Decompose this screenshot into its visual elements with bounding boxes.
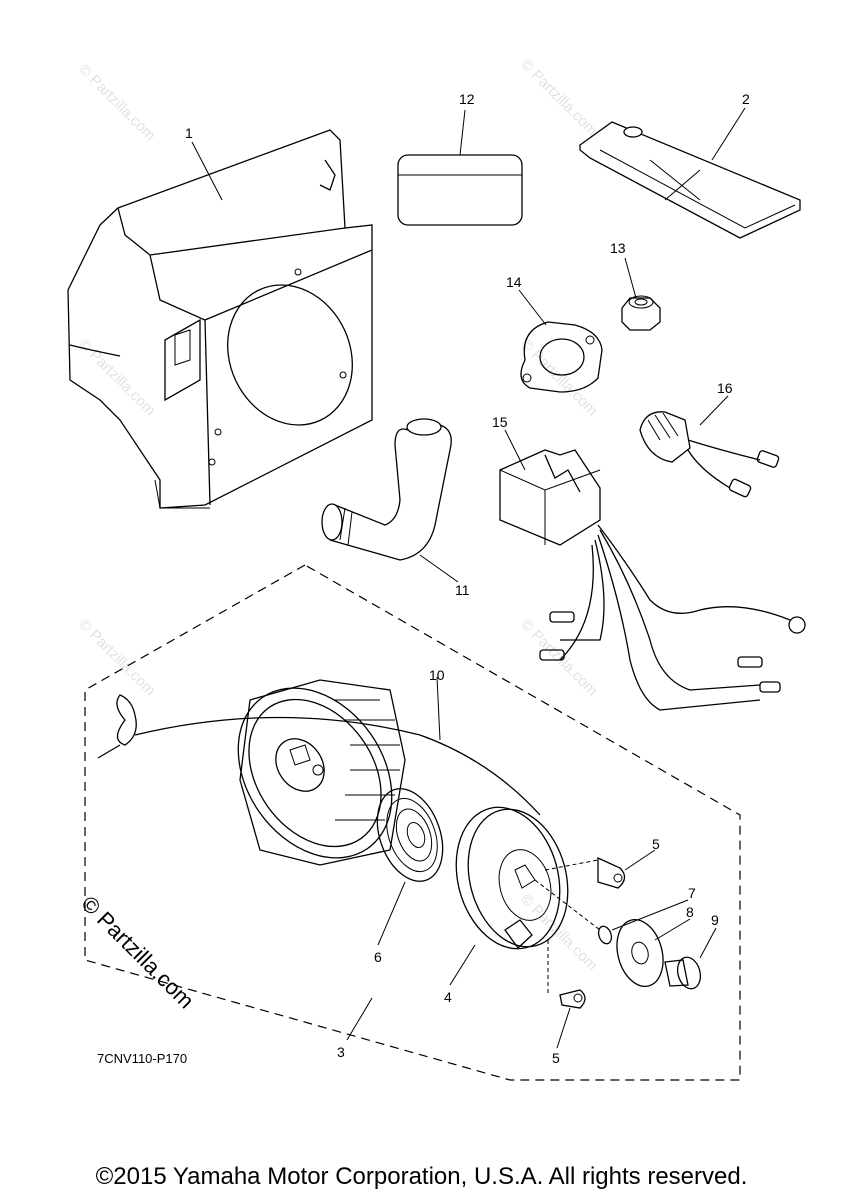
callout-2: 2	[742, 91, 750, 107]
copyright-notice: ©2015 Yamaha Motor Corporation, U.S.A. A…	[95, 1163, 748, 1190]
part-4-pulley	[455, 806, 569, 950]
watermark-faint: © Partzilla.com	[517, 56, 600, 139]
part-13-nut	[621, 295, 661, 331]
callout-9: 9	[711, 912, 719, 928]
callout-13: 13	[610, 240, 626, 256]
part-12-label	[397, 154, 523, 226]
watermark-faint: © Partzilla.com	[517, 616, 600, 699]
part-10-rope	[97, 694, 541, 816]
callout-5-lower: 5	[552, 1050, 560, 1066]
watermark-faint: © Partzilla.com	[75, 616, 158, 699]
callout-8: 8	[686, 904, 694, 920]
part-16-connector	[639, 411, 780, 498]
part-2-bag	[579, 121, 801, 239]
callout-6: 6	[374, 949, 382, 965]
part-15-coil	[499, 449, 806, 711]
part-7-circlip	[597, 925, 613, 945]
callout-1: 1	[185, 125, 193, 141]
callout-3: 3	[337, 1044, 345, 1060]
watermark-primary: © Partzilla.com	[76, 891, 199, 1014]
callout-10: 10	[429, 667, 445, 683]
watermark-faint: © Partzilla.com	[75, 61, 158, 144]
part-11-hose	[321, 418, 452, 561]
part-6-spring	[376, 788, 444, 882]
diagram-code: 7CNV110-P170	[97, 1051, 187, 1066]
watermark-faint: © Partzilla.com	[75, 336, 158, 419]
part-5-pawl-lower	[559, 989, 586, 1009]
part-9-bolt	[664, 956, 702, 990]
part-14-gasket	[520, 321, 603, 393]
callout-11: 11	[455, 582, 470, 598]
callout-16: 16	[717, 380, 733, 396]
assembly-boundary	[84, 564, 741, 1081]
callout-5-upper: 5	[652, 836, 660, 852]
callout-numbers: 1 12 2 13 14 16 15 11 10 5 7 8 9 6 4 3 5	[185, 91, 750, 1066]
callout-4: 4	[444, 989, 452, 1005]
callout-15: 15	[492, 414, 508, 430]
starter-case	[237, 679, 406, 866]
leader-lines	[191, 107, 746, 1049]
part-1-housing	[67, 129, 373, 509]
callout-12: 12	[459, 91, 475, 107]
part-8-plate	[616, 919, 664, 987]
callout-7: 7	[688, 885, 696, 901]
part-5-pawl-upper	[597, 856, 626, 889]
callout-14: 14	[506, 274, 522, 290]
watermark-faint: © Partzilla.com	[517, 336, 600, 419]
